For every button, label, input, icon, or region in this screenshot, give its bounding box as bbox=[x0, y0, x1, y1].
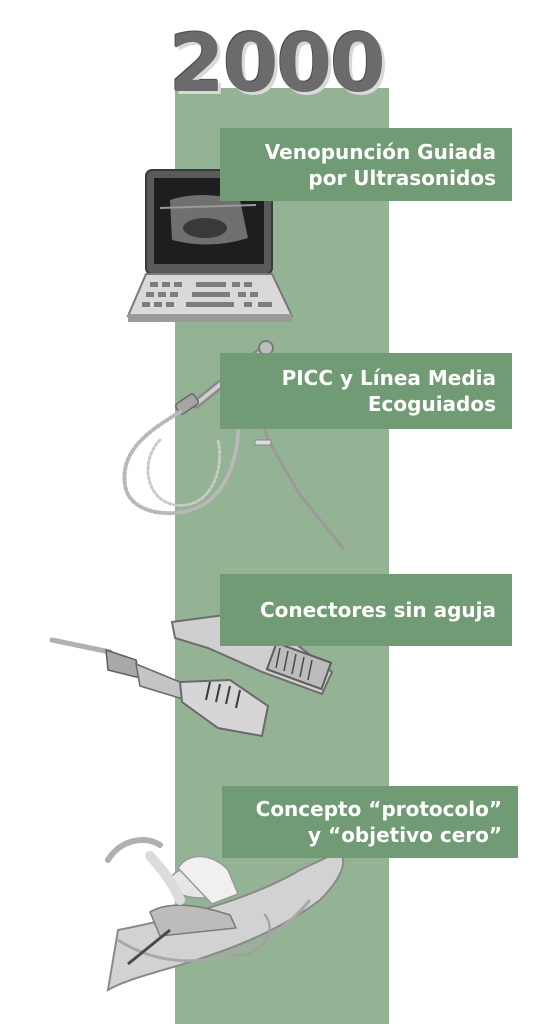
milestone-protocol-line1: Concepto “protocolo” bbox=[255, 797, 502, 821]
milestone-picc-line2: Ecoguiados bbox=[367, 392, 496, 416]
milestone-picc-label: PICC y Línea Media Ecoguiados bbox=[220, 353, 512, 429]
milestone-ultrasound-line1: Venopunción Guiada bbox=[264, 139, 496, 164]
year-title: 2000 bbox=[169, 17, 386, 110]
milestone-connectors-label: Conectores sin aguja bbox=[220, 574, 512, 646]
milestone-connectors-line1: Conectores sin aguja bbox=[259, 598, 496, 622]
milestone-ultrasound-label: Venopunción Guiada por Ultrasonidos bbox=[220, 128, 512, 201]
milestone-ultrasound-line2: por Ultrasonidos bbox=[308, 165, 496, 190]
milestone-protocol-label: Concepto “protocolo” y “objetivo cero” bbox=[222, 786, 518, 858]
milestone-picc-line1: PICC y Línea Media bbox=[281, 366, 496, 390]
milestone-protocol-line2: y “objetivo cero” bbox=[308, 823, 502, 847]
